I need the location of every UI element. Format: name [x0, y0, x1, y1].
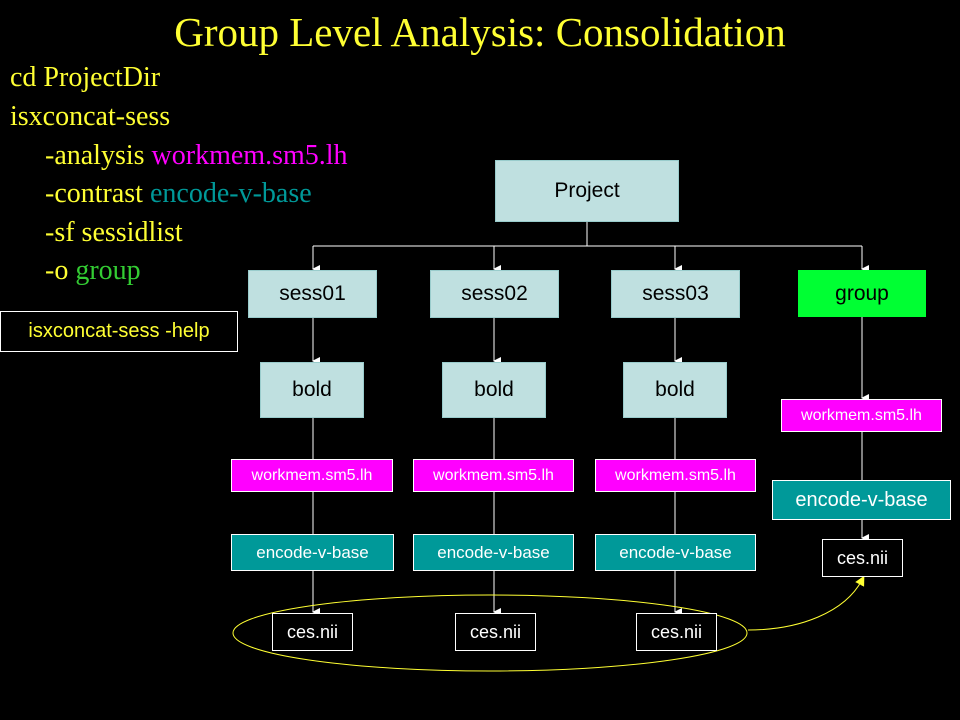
group-analysis-node: workmem.sm5.lh: [781, 399, 942, 432]
bold-node: bold: [623, 362, 727, 418]
ces-file-node: ces.nii: [455, 613, 536, 651]
analysis-node: workmem.sm5.lh: [413, 459, 574, 492]
contrast-node: encode-v-base: [231, 534, 394, 571]
session-node: sess02: [430, 270, 559, 318]
bold-node: bold: [442, 362, 546, 418]
ces-file-node: ces.nii: [272, 613, 353, 651]
cmd-line-sf: -sf sessidlist: [45, 217, 183, 248]
project-node: Project: [495, 160, 679, 222]
contrast-node: encode-v-base: [595, 534, 756, 571]
cmd-line-contrast: -contrast encode-v-base: [45, 178, 312, 210]
slide-title: Group Level Analysis: Consolidation: [174, 9, 786, 55]
consolidate-arrow: [747, 575, 865, 631]
output-flag: -o: [45, 255, 76, 286]
contrast-node: encode-v-base: [413, 534, 574, 571]
bold-node: bold: [260, 362, 364, 418]
group-contrast-node: encode-v-base: [772, 480, 951, 520]
cmd-line-output: -o group: [45, 255, 141, 287]
session-node: sess03: [611, 270, 740, 318]
analysis-flag: -analysis: [45, 140, 152, 171]
group-node: group: [798, 270, 926, 317]
cmd-line-analysis: -analysis workmem.sm5.lh: [45, 140, 348, 172]
session-node: sess01: [248, 270, 377, 318]
contrast-flag: -contrast: [45, 178, 150, 209]
contrast-value: encode-v-base: [149, 178, 312, 209]
ces-file-node: ces.nii: [636, 613, 717, 651]
selection-ellipse: [232, 594, 748, 672]
output-value: group: [75, 255, 141, 286]
help-command-box: isxconcat-sess -help: [0, 311, 238, 352]
cmd-line-isxconcat: isxconcat-sess: [10, 101, 171, 132]
cmd-line-cd: cd ProjectDir: [10, 62, 161, 93]
analysis-node: workmem.sm5.lh: [231, 459, 393, 492]
analysis-value: workmem.sm5.lh: [151, 140, 348, 171]
analysis-node: workmem.sm5.lh: [595, 459, 756, 492]
group-ces-file-node: ces.nii: [822, 539, 903, 577]
